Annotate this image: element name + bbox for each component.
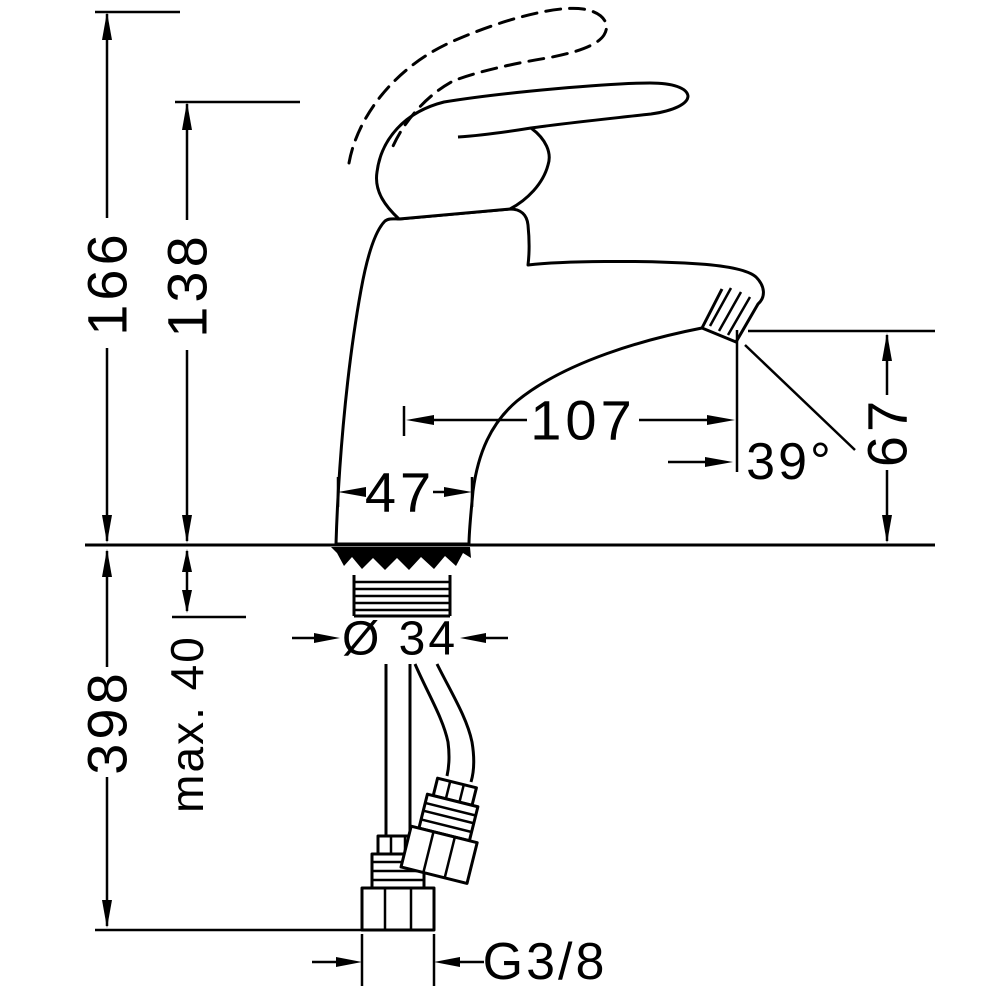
dimension-166: 166 [76,10,180,543]
dimension-g38: G3/8 [312,933,608,991]
dim-max-thickness-label: max. 40 [161,635,213,813]
supply-hose-straight [384,664,412,836]
handle-detail-line [457,126,532,139]
dim-spout-height-label: 67 [856,397,919,467]
dim-spray-angle-label: 39° [746,433,834,491]
lever-handle-raised-dashed [347,6,608,165]
aerator-outlet [700,287,752,336]
dim-total-height-label: 166 [76,230,139,335]
supply-hose-curved [413,663,476,783]
dim-body-height-label: 138 [156,232,219,337]
dimension-angle-39: 39° [668,344,856,491]
dimension-107: 107 [402,330,739,472]
hose-connector-angled [399,776,480,885]
handle-outline [375,81,690,221]
dim-thread-label: G3/8 [483,933,608,991]
dimension-138: 138 [156,100,300,543]
threaded-shank [352,575,452,618]
lever-handle [375,81,690,221]
dimension-max-40: max. 40 [161,549,246,813]
dim-base-width-label: 47 [365,461,435,524]
below-deck-assembly [331,547,480,932]
dim-install-depth-label: 398 [76,669,139,774]
dimension-dia-34: Ø 34 [292,613,508,666]
dimension-67: 67 [748,329,935,543]
dimension-398: 398 [76,549,362,932]
body-spout-outline [334,207,765,546]
faucet-body [334,207,765,546]
dim-hole-diameter-label: Ø 34 [342,613,458,666]
dim-spout-reach-label: 107 [530,389,635,452]
base-gasket [331,547,471,570]
dimension-47: 47 [336,461,474,524]
